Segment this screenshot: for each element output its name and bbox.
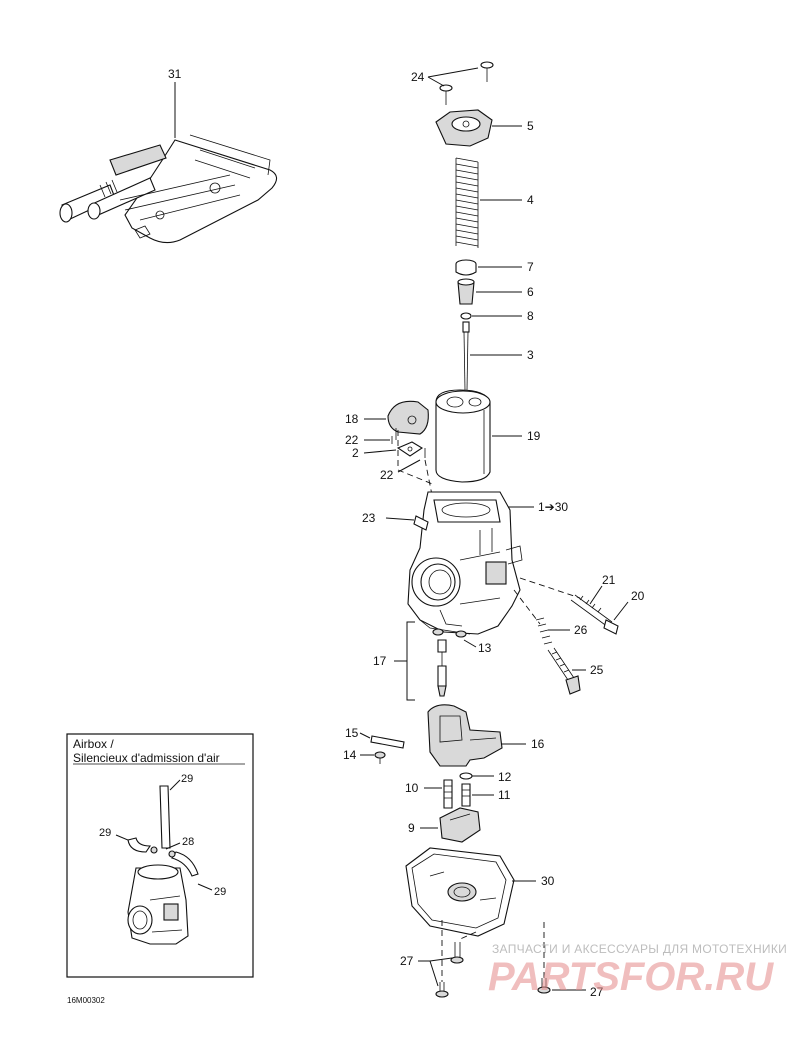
callout-23: 23 bbox=[362, 511, 376, 525]
callout-16: 16 bbox=[531, 737, 545, 751]
callout-14: 14 bbox=[343, 748, 357, 762]
callout-4: 4 bbox=[527, 193, 534, 207]
inset-title-line1: Airbox / bbox=[73, 737, 114, 751]
needle-3 bbox=[462, 321, 470, 391]
float-bowl-30 bbox=[405, 847, 515, 937]
callout-1to30: 1➔30 bbox=[538, 500, 568, 514]
inset-title-line2: Silencieux d'admission d'air bbox=[73, 751, 220, 765]
baffle-9 bbox=[439, 807, 481, 843]
cap-5 bbox=[435, 109, 493, 147]
plate-2 bbox=[396, 441, 426, 458]
callout-22a: 22 bbox=[345, 433, 359, 447]
washer-7 bbox=[455, 259, 477, 276]
callout-3: 3 bbox=[527, 348, 534, 362]
callout-12: 12 bbox=[498, 770, 512, 784]
callout-9: 9 bbox=[408, 821, 415, 835]
screw-27 bbox=[435, 942, 551, 998]
inset-callout-29b: 29 bbox=[99, 827, 111, 839]
retainer-6 bbox=[457, 278, 475, 305]
callout-7: 7 bbox=[527, 260, 534, 274]
jet-13 bbox=[432, 628, 467, 638]
screw-25 bbox=[547, 647, 581, 695]
inset-callout-29c: 29 bbox=[214, 886, 226, 898]
callout-2: 2 bbox=[352, 446, 359, 460]
callout-5: 5 bbox=[527, 119, 534, 133]
callout-26: 26 bbox=[574, 623, 588, 637]
callout-8: 8 bbox=[527, 309, 534, 323]
callout-18: 18 bbox=[345, 412, 359, 426]
callout-20: 20 bbox=[631, 589, 645, 603]
callout-6: 6 bbox=[527, 285, 534, 299]
throttle-lever-18 bbox=[387, 400, 429, 440]
callout-13: 13 bbox=[478, 641, 492, 655]
pin-15 bbox=[370, 735, 405, 749]
slide-19 bbox=[435, 389, 491, 483]
diagram-code: 16M00302 bbox=[67, 996, 105, 1005]
pilot-jet-10 bbox=[443, 779, 453, 809]
callout-21: 21 bbox=[602, 573, 616, 587]
fitting-23 bbox=[413, 515, 429, 531]
callout-27b: 27 bbox=[590, 985, 604, 999]
watermark-tagline: ЗАПЧАСТИ И АКСЕССУАРЫ ДЛЯ МОТОТЕХНИКИ bbox=[492, 942, 787, 956]
inset-callout-29a: 29 bbox=[181, 773, 193, 785]
screw-21-20 bbox=[570, 594, 619, 635]
callout-17: 17 bbox=[373, 654, 387, 668]
callout-31: 31 bbox=[168, 67, 182, 81]
callout-11: 11 bbox=[498, 788, 511, 802]
airbox-inset: Airbox / Silencieux d'admission d'air bbox=[66, 733, 254, 978]
screw-14 bbox=[374, 751, 386, 764]
callout-19: 19 bbox=[527, 429, 541, 443]
washer-12 bbox=[459, 772, 473, 780]
carburetor-body bbox=[407, 491, 523, 635]
inset-callout-28: 28 bbox=[182, 836, 194, 848]
watermark-brand: PARTSFOR.RU bbox=[488, 955, 774, 999]
screw-24 bbox=[439, 61, 494, 105]
callout-24: 24 bbox=[411, 70, 425, 84]
spring-26 bbox=[535, 617, 553, 645]
callout-22b: 22 bbox=[380, 468, 394, 482]
tool-kit-drawing bbox=[59, 134, 278, 244]
callout-10: 10 bbox=[405, 781, 419, 795]
callout-15: 15 bbox=[345, 726, 359, 740]
spring-4 bbox=[455, 157, 479, 248]
callout-25: 25 bbox=[590, 663, 604, 677]
needle-jet-17 bbox=[437, 639, 447, 697]
callout-30: 30 bbox=[541, 874, 555, 888]
float-16 bbox=[427, 704, 503, 767]
callout-27a: 27 bbox=[400, 954, 414, 968]
main-jet-11 bbox=[461, 783, 471, 807]
clip-8 bbox=[460, 312, 472, 320]
